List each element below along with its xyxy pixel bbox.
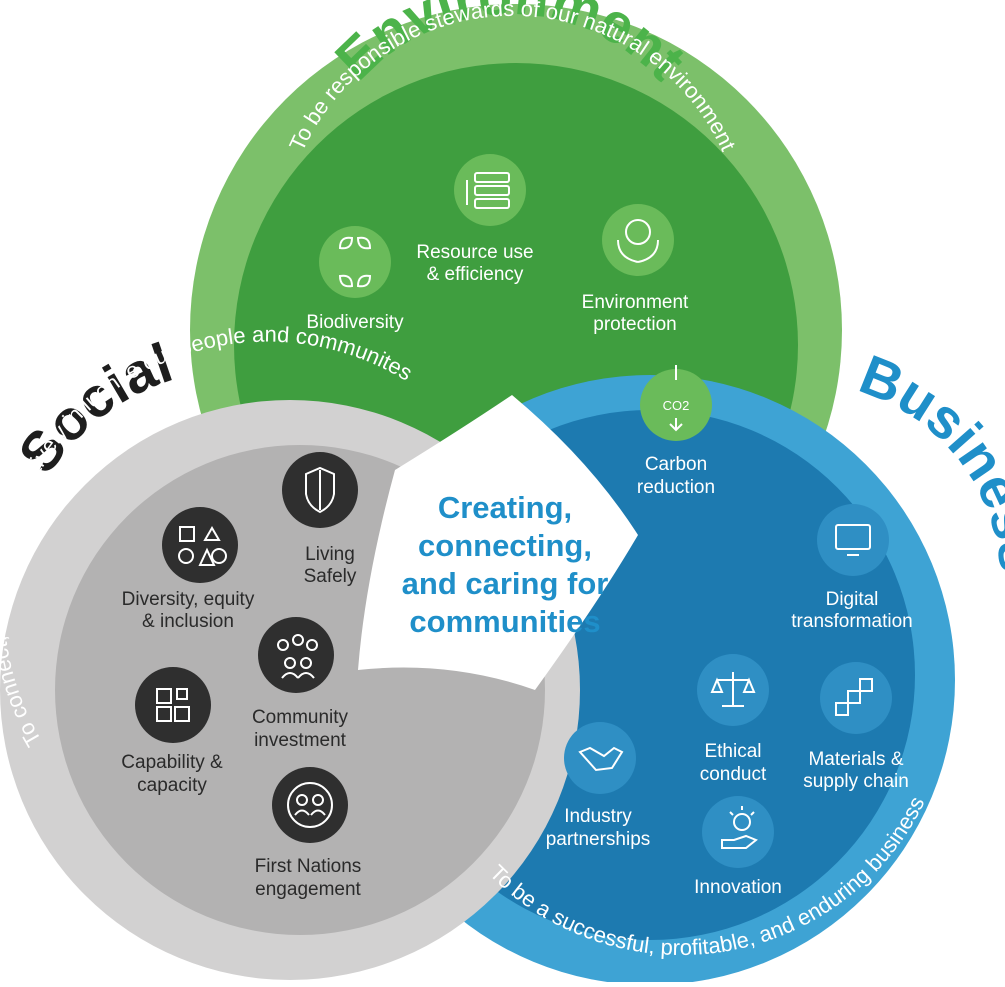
social-item-label: Capability &	[121, 752, 223, 773]
social-item-label: capacity	[137, 775, 207, 796]
business-item-label: transformation	[791, 611, 912, 632]
social-item-label: investment	[254, 730, 347, 751]
business-item-digital: Digital transformation	[791, 504, 913, 632]
co2-arrow-icon: CO2	[640, 365, 712, 441]
env-item-label: Carbon	[645, 454, 707, 475]
env-item-label: Biodiversity	[306, 312, 404, 333]
hands-globe-icon	[602, 204, 674, 276]
leaves-icon	[319, 226, 391, 298]
business-item-ethical: Ethical conduct	[697, 654, 769, 785]
center-line-1: Creating,	[438, 490, 572, 525]
business-item-label: Industry	[564, 806, 632, 827]
social-item-label: Living	[305, 544, 355, 565]
co2-badge: CO2	[663, 398, 690, 413]
lightbulb-hand-icon	[702, 796, 774, 868]
env-item-carbon: CO2 Carbon reduction	[637, 365, 715, 498]
env-item-label: protection	[593, 314, 676, 335]
business-item-materials: Materials & supply chain	[803, 662, 909, 792]
business-item-innovation: Innovation	[694, 796, 782, 898]
people-group-icon	[258, 617, 334, 693]
social-item-capability: Capability & capacity	[121, 667, 223, 796]
social-item-diversity: Diversity, equity & inclusion	[122, 507, 255, 632]
business-item-label: partnerships	[546, 829, 651, 850]
social-item-community: Community investment	[252, 617, 349, 751]
handshake-icon	[564, 722, 636, 794]
env-item-resource: Resource use & efficiency	[416, 154, 534, 285]
people-circle-icon	[272, 767, 348, 843]
center-statement: Creating, connecting, and caring for com…	[402, 490, 609, 639]
center-line-3: and caring for	[402, 566, 609, 601]
center-line-4: communities	[409, 604, 600, 639]
social-item-label: Diversity, equity	[122, 589, 255, 610]
monitor-icon	[817, 504, 889, 576]
business-item-label: Innovation	[694, 877, 782, 898]
business-item-label: Digital	[826, 589, 879, 610]
server-stack-icon	[454, 154, 526, 226]
social-item-label: First Nations	[255, 856, 362, 877]
business-item-label: supply chain	[803, 771, 909, 792]
social-item-first-nations: First Nations engagement	[255, 767, 362, 900]
scales-icon	[697, 654, 769, 726]
shield-icon	[282, 452, 358, 528]
business-item-label: Materials &	[808, 749, 903, 770]
blocks-icon	[135, 667, 211, 743]
social-item-label: Safely	[304, 566, 357, 587]
shapes-icon	[162, 507, 238, 583]
social-item-label: Community	[252, 707, 349, 728]
business-item-label: Ethical	[704, 741, 761, 762]
env-item-label: & efficiency	[427, 264, 524, 285]
env-item-label: reduction	[637, 477, 715, 498]
center-line-2: connecting,	[418, 528, 592, 563]
social-item-label: & inclusion	[142, 611, 234, 632]
env-item-label: Resource use	[416, 242, 533, 263]
env-item-biodiversity: Biodiversity	[306, 226, 404, 333]
env-item-label: Environment	[582, 292, 689, 313]
business-item-label: conduct	[700, 764, 767, 785]
env-item-protection: Environment protection	[582, 204, 689, 335]
center-triangle	[358, 395, 638, 690]
steps-icon	[820, 662, 892, 734]
social-item-label: engagement	[255, 879, 361, 900]
business-item-partnerships: Industry partnerships	[546, 722, 651, 850]
social-item-living-safely: Living Safely	[282, 452, 358, 587]
